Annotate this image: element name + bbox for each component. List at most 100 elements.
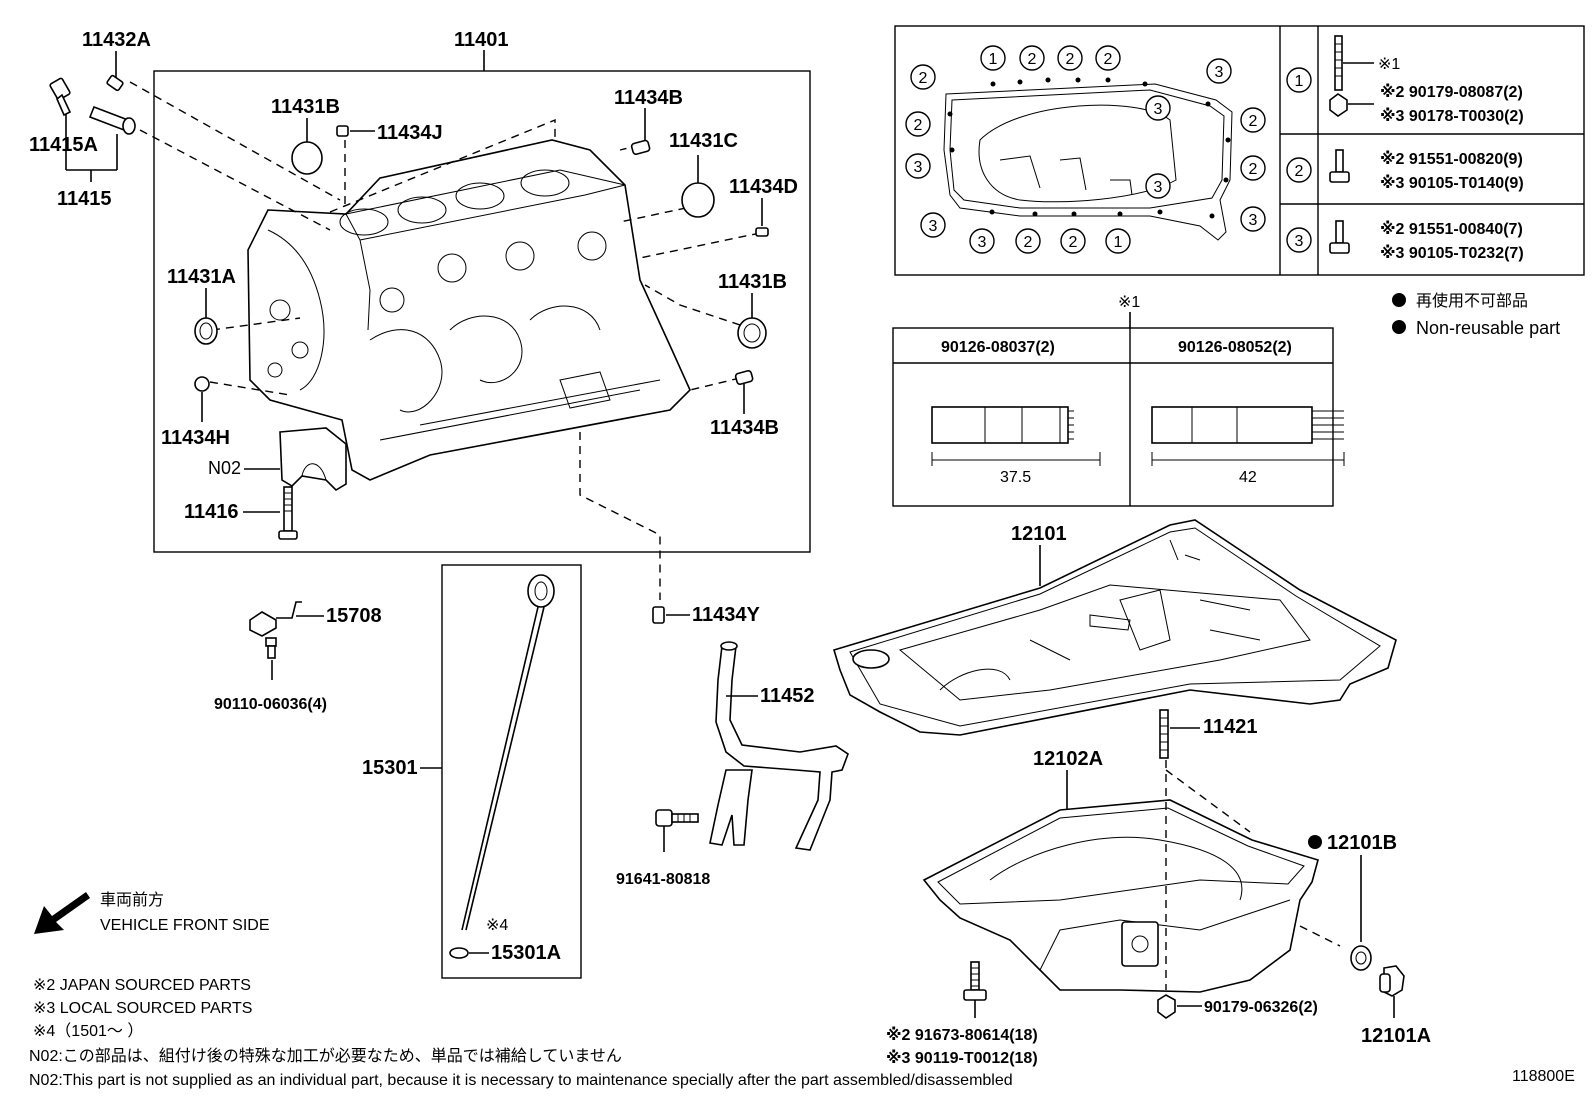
map-circle-2b: 2 xyxy=(1057,45,1083,71)
svg-text:2: 2 xyxy=(1066,51,1075,68)
stud-11421-icon xyxy=(1159,709,1169,759)
label-11434B-bottom[interactable]: 11434B xyxy=(710,417,779,439)
pin-11434H-icon xyxy=(194,376,210,392)
label-91641-80818[interactable]: 91641-80818 xyxy=(616,871,710,888)
map-circle-2i: 2 xyxy=(1240,155,1266,181)
svg-text:2: 2 xyxy=(1104,51,1113,68)
plug-11431B-top-icon xyxy=(291,141,323,175)
dipstick-frame xyxy=(441,564,582,979)
svg-text:2: 2 xyxy=(919,70,928,87)
map-circle-2h: 2 xyxy=(1240,107,1266,133)
pin-11434D-icon xyxy=(755,227,769,237)
label-15301A[interactable]: 15301A xyxy=(491,942,561,964)
legend-dot-icon-2 xyxy=(1392,320,1406,334)
note-n02-jp: N02:この部品は、組付け後の特殊な加工が必要なため、単品では補給していません xyxy=(29,1047,622,1065)
map-circle-3b: 3 xyxy=(920,212,946,238)
label-11416[interactable]: 11416 xyxy=(184,501,239,523)
sensor-11415A-icon xyxy=(49,77,72,117)
label-11434H[interactable]: 11434H xyxy=(161,427,230,449)
drain-plug-12101A-icon xyxy=(1379,965,1405,997)
label-15301[interactable]: 15301 xyxy=(362,757,418,779)
stud-table-ref: ※1 xyxy=(1118,294,1140,311)
svg-text:2: 2 xyxy=(1249,113,1258,130)
stud-37-icon xyxy=(931,406,1101,466)
svg-text:2: 2 xyxy=(1024,234,1033,251)
pin-11434B-bottom-icon xyxy=(734,369,754,385)
pin-11434B-top-icon xyxy=(630,139,651,155)
cap-N02-icon xyxy=(279,427,347,492)
figure-id: 118800E xyxy=(1512,1068,1575,1085)
map-circle-2f: 2 xyxy=(1015,228,1041,254)
label-11431B-right[interactable]: 11431B xyxy=(718,271,787,293)
label-11431A[interactable]: 11431A xyxy=(167,266,236,288)
gasket-12101B-icon xyxy=(1350,945,1372,971)
map-circle-3e: 3 xyxy=(1145,173,1171,199)
svg-text:※3 90105-T0140(9): ※3 90105-T0140(9) xyxy=(1380,174,1524,192)
cylinder-block-icon xyxy=(247,139,691,481)
label-11434J[interactable]: 11434J xyxy=(377,122,443,144)
note-n02-en: N02:This part is not supplied as an indi… xyxy=(29,1072,1013,1089)
table-row-3: 3 ※2 91551-00840(7) ※3 90105-T0232(7) xyxy=(1286,220,1524,262)
oil-strainer-11452-icon xyxy=(709,641,849,851)
note-3: ※3 LOCAL SOURCED PARTS xyxy=(33,1000,252,1017)
stud-col1-dim: 37.5 xyxy=(1000,469,1031,486)
front-en: VEHICLE FRONT SIDE xyxy=(100,917,270,934)
table-row-2: 2 ※2 91551-00820(9) ※3 90105-T0140(9) xyxy=(1286,149,1524,192)
label-91673-80614[interactable]: ※2 91673-80614(18) xyxy=(886,1026,1038,1044)
pipe-11415-icon xyxy=(88,105,136,135)
label-90110-06036[interactable]: 90110-06036(4) xyxy=(214,696,327,713)
map-circle-3d: 3 xyxy=(1145,95,1171,121)
non-reusable-dot-icon xyxy=(1308,835,1322,849)
map-circle-2a: 2 xyxy=(1019,45,1045,71)
label-11434Y[interactable]: 11434Y xyxy=(692,604,761,626)
bolt-91673-icon xyxy=(963,961,987,1001)
nut-90179-06326-icon xyxy=(1157,994,1176,1019)
svg-text:1: 1 xyxy=(1295,73,1304,90)
note-4: ※4（1501～ ） xyxy=(33,1022,143,1040)
label-11452[interactable]: 11452 xyxy=(760,685,815,707)
label-11415[interactable]: 11415 xyxy=(57,188,112,210)
stud-col2-head: 90126-08052(2) xyxy=(1178,339,1292,356)
legend-en: Non-reusable part xyxy=(1416,318,1560,338)
pin-11434Y-icon xyxy=(652,606,665,624)
label-11431B-top[interactable]: 11431B xyxy=(271,96,340,118)
vehicle-front-arrow-icon xyxy=(34,892,90,934)
plug-11431C-icon xyxy=(681,182,715,218)
svg-text:3: 3 xyxy=(1154,101,1163,118)
label-11401[interactable]: 11401 xyxy=(454,29,509,51)
label-12102A[interactable]: 12102A xyxy=(1033,748,1103,770)
svg-text:3: 3 xyxy=(1215,64,1224,81)
svg-text:※2 91551-00820(9): ※2 91551-00820(9) xyxy=(1380,150,1523,168)
stud-icon xyxy=(1329,35,1348,117)
label-12101A[interactable]: 12101A xyxy=(1361,1025,1431,1047)
svg-text:3: 3 xyxy=(978,234,987,251)
map-circle-3g: 3 xyxy=(1240,206,1266,232)
svg-text:※3 90105-T0232(7): ※3 90105-T0232(7) xyxy=(1380,244,1524,262)
svg-text:2: 2 xyxy=(1069,234,1078,251)
pin-11434J-icon xyxy=(336,125,349,137)
bolt-11416-icon xyxy=(278,486,298,540)
o-ring-15301A-icon xyxy=(449,947,469,959)
label-11434D[interactable]: 11434D xyxy=(729,176,798,198)
label-N02[interactable]: N02 xyxy=(208,458,241,478)
note-mark-4: ※4 xyxy=(486,917,508,934)
label-11434B-top[interactable]: 11434B xyxy=(614,87,683,109)
map-circle-1a: 1 xyxy=(980,45,1006,71)
cylinder-block-frame xyxy=(153,70,811,553)
map-circle-2d: 2 xyxy=(910,64,936,90)
svg-text:2: 2 xyxy=(1028,51,1037,68)
svg-text:※2 90179-08087(2): ※2 90179-08087(2) xyxy=(1380,83,1523,101)
label-11431C[interactable]: 11431C xyxy=(669,130,738,152)
label-12101B[interactable]: 12101B xyxy=(1327,832,1397,854)
label-15708[interactable]: 15708 xyxy=(326,605,382,627)
svg-text:※3 90178-T0030(2): ※3 90178-T0030(2) xyxy=(1380,107,1524,125)
label-11421[interactable]: 11421 xyxy=(1203,716,1258,738)
label-11415A[interactable]: 11415A xyxy=(29,134,98,156)
label-11432A[interactable]: 11432A xyxy=(82,29,151,51)
label-90119-T0012[interactable]: ※3 90119-T0012(18) xyxy=(886,1049,1038,1067)
stud-table xyxy=(892,327,1334,507)
stud-col1-head: 90126-08037(2) xyxy=(941,339,1055,356)
label-90179-06326[interactable]: 90179-06326(2) xyxy=(1204,999,1318,1016)
label-12101[interactable]: 12101 xyxy=(1011,523,1067,545)
